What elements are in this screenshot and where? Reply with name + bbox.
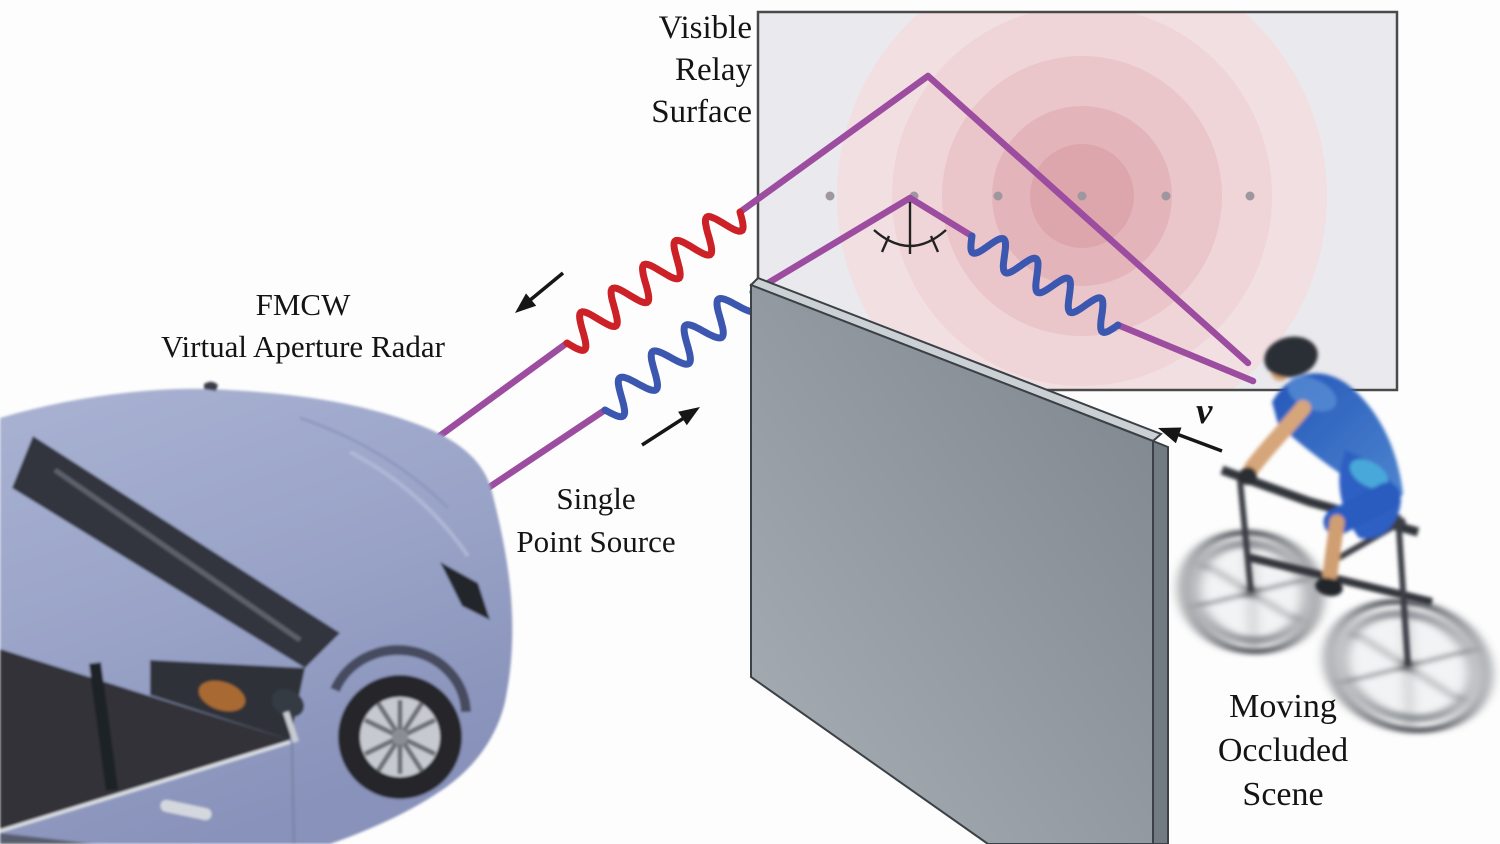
relay-surface-label-line: Visible (658, 10, 752, 46)
intensity-rings (837, 12, 1327, 390)
sample-dot (825, 191, 835, 201)
blue-chirp-wave-outgoing (601, 288, 760, 421)
velocity-arrow-shaft (1173, 431, 1223, 453)
relay-surface-label-line: Surface (651, 94, 752, 130)
annotation-arrows (527, 271, 1223, 453)
virtual-aperture-sample-points (825, 191, 1255, 201)
wheel-arch (330, 645, 471, 713)
wheel-hub (392, 729, 408, 745)
cyclist-thigh (1323, 482, 1401, 536)
signal-paths (415, 72, 1257, 500)
occluded-scene-label-line: Occluded (1217, 732, 1349, 769)
velocity-label: v (1196, 391, 1213, 432)
windshield-reflection (53, 467, 302, 643)
relay-surface-label-line: Relay (675, 52, 752, 88)
radar-label-line: FMCW (255, 287, 351, 322)
occluded-scene-label-line: Moving (1229, 688, 1337, 725)
received-signal-arrow-shaft (527, 271, 565, 303)
car-sill-shadow (0, 833, 95, 844)
angle-arc (873, 229, 947, 248)
side-mirror (271, 688, 305, 718)
interior-seat-patch (198, 680, 246, 712)
angle-tick (880, 235, 891, 253)
red-chirp-wave (563, 208, 747, 354)
cyclist-arm (1244, 400, 1311, 476)
velocity-arrowhead-icon (1158, 427, 1182, 444)
occluded-scene-label: Moving Occluded Scene (1123, 685, 1443, 817)
transmitted-signal-arrowhead-icon (678, 407, 700, 426)
sample-dot (993, 191, 1003, 201)
radar-car-photo (0, 381, 513, 844)
bicycle-frame (1237, 479, 1411, 667)
car-side-windows (0, 649, 290, 831)
car-b-pillar (89, 662, 118, 791)
radar-label-line: Virtual Aperture Radar (161, 329, 445, 364)
relay-surface-panel (756, 10, 1399, 392)
mirror-chrome (283, 711, 299, 743)
point-source-label-line: Single (556, 481, 636, 516)
window-chrome-trim (0, 740, 291, 833)
sample-dot (1077, 191, 1087, 201)
sample-dot (1245, 191, 1255, 201)
signal-path-radar-return (472, 406, 609, 500)
point-source-label-line: Point Source (516, 524, 676, 559)
sample-dot (1161, 191, 1171, 201)
cyclist-rider (1220, 336, 1433, 667)
angle-tick (929, 235, 940, 253)
cyclist-glove (1239, 467, 1257, 485)
hood-highlight (349, 450, 470, 558)
transmitted-signal-arrow-shaft (641, 414, 688, 447)
cyclist-shin (1322, 514, 1345, 582)
radar-label: FMCW Virtual Aperture Radar (83, 284, 523, 368)
beam-angle-indicator (873, 202, 947, 254)
door-seam (290, 742, 296, 844)
signal-path-relay-bounce-1 (736, 72, 1252, 367)
cyclist-photo (1180, 336, 1490, 734)
door-handle (160, 799, 212, 821)
point-source-label: Single Point Source (446, 477, 746, 563)
cyclist-shoe (1315, 577, 1343, 597)
car-headlight (440, 562, 490, 620)
signal-path-to-scene (1114, 321, 1257, 385)
signal-path-relay-bounce-2 (749, 194, 976, 296)
car-antenna (204, 381, 218, 391)
cyclist-helmet (1264, 336, 1318, 378)
relay-surface-label: Visible Relay Surface (651, 7, 752, 133)
hood-crease (299, 416, 450, 510)
received-signal-arrowhead-icon (515, 293, 537, 313)
blue-chirp-wave-scene (967, 232, 1122, 336)
shorts-stripe (1349, 459, 1389, 489)
wall-front-face (750, 283, 1154, 844)
occluded-scene-label-line: Scene (1242, 776, 1324, 813)
arrow-heads (515, 293, 1182, 444)
signal-path-radar-outgoing (415, 339, 571, 455)
occluder-wall (749, 276, 1169, 844)
